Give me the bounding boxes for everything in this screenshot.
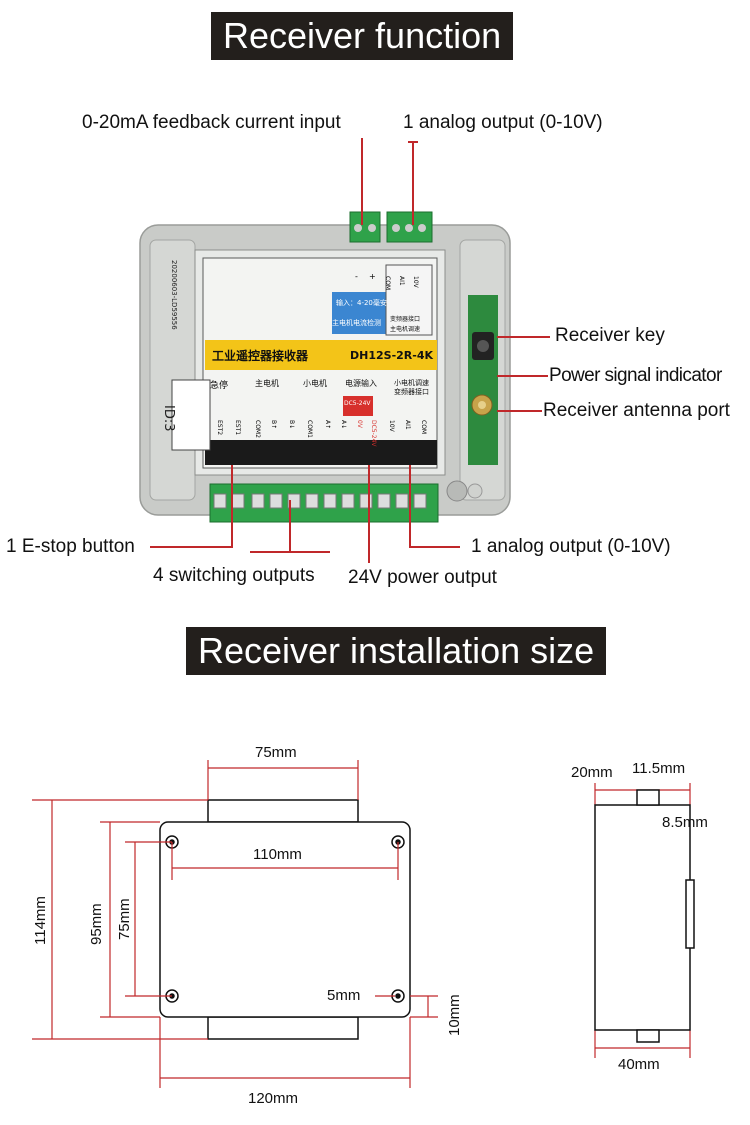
dim-side-depth: 20mm — [571, 764, 613, 781]
device-serial: 20200603-LD59556 — [170, 260, 178, 330]
label-feedback-input: 0-20mA feedback current input — [82, 112, 341, 133]
device-col-estop: 急停 — [210, 381, 229, 391]
dim-total-height: 114mm — [32, 896, 49, 945]
label-24v-power: 24V power output — [348, 567, 497, 588]
terminal-label: EST1 — [234, 420, 241, 436]
terminal-label: B↓ — [288, 420, 295, 430]
label-estop: 1 E-stop button — [6, 536, 135, 557]
label-receiver-key: Receiver key — [555, 325, 665, 346]
device-speed-port: 变频器接口 — [390, 316, 421, 323]
terminal-label: COM1 — [306, 420, 313, 438]
terminal-label: 0V — [356, 420, 363, 428]
label-analog-output-bottom: 1 analog output (0-10V) — [471, 536, 671, 557]
terminal-label: AI1 — [404, 420, 411, 430]
label-analog-output-top: 1 analog output (0-10V) — [403, 112, 603, 133]
top-terminal-label: COM — [384, 276, 391, 291]
terminal-label: COM — [420, 420, 427, 435]
leader-lines — [150, 138, 550, 563]
dim-hole-offset: 10mm — [446, 994, 463, 1036]
terminal-label: 10V — [388, 420, 395, 432]
terminal-label: DC5-24V — [370, 420, 377, 447]
dim-hole-diameter: 5mm — [327, 987, 361, 1004]
front-view-drawing — [159, 799, 411, 1040]
terminal-label: COM2 — [254, 420, 261, 438]
receiver-device — [139, 211, 511, 523]
device-col-power: 电源输入 — [345, 379, 377, 388]
device-top-terminal-labels: - + COM AI1 10V — [355, 272, 435, 292]
terminal-label: A↓ — [340, 420, 347, 430]
device-col-small: 小电机 — [303, 379, 327, 388]
label-power-indicator: Power signal indicator — [549, 365, 722, 386]
dim-side-total: 40mm — [618, 1056, 660, 1073]
top-terminal-label: AI1 — [398, 276, 405, 286]
label-antenna-port: Receiver antenna port — [543, 400, 730, 421]
device-col-main: 主电机 — [255, 379, 279, 388]
terminal-label: EST2 — [216, 420, 223, 436]
device-input-note: 输入：4-20毫安 — [336, 299, 387, 307]
side-view-drawing — [594, 789, 695, 1043]
top-terminal-label: + — [369, 272, 376, 281]
device-terminal-labels: EST2 EST1 COM2 B↑ B↓ COM1 A↑ A↓ 0V DC5-2… — [213, 420, 438, 447]
top-terminal-label: - — [355, 272, 358, 281]
installation-size-title: Receiver installation size — [186, 627, 607, 675]
device-speed-ctrl: 主电机调速 — [390, 326, 421, 333]
device-col-small-port: 变频器接口 — [394, 388, 429, 396]
dim-hole-spacing-height: 75mm — [116, 898, 133, 940]
dim-inner-height: 95mm — [88, 903, 105, 945]
receiver-function-title: Receiver function — [211, 12, 514, 60]
device-id-text: ID:3 — [161, 405, 176, 432]
terminal-label: A↑ — [324, 420, 331, 430]
dimension-lines — [32, 760, 691, 1088]
device-power-red: DC5-24V — [344, 400, 371, 407]
dim-side-tab: 11.5mm — [632, 760, 686, 777]
device-model: DH12S-2R-4K — [350, 349, 433, 362]
top-terminal-label: 10V — [412, 276, 419, 288]
label-switching-outputs: 4 switching outputs — [153, 565, 315, 586]
device-col-small-speed: 小电机调速 — [394, 379, 429, 387]
device-header-cn: 工业遥控器接收器 — [212, 349, 309, 363]
dim-hole-spacing-width: 110mm — [253, 846, 302, 863]
dim-top-width: 75mm — [255, 744, 297, 761]
dim-side-tab-height: 8.5mm — [662, 814, 708, 831]
terminal-label: B↑ — [270, 420, 277, 430]
dim-total-width: 120mm — [248, 1090, 299, 1107]
device-motor-detect: 主电机电流检测 — [332, 319, 381, 327]
